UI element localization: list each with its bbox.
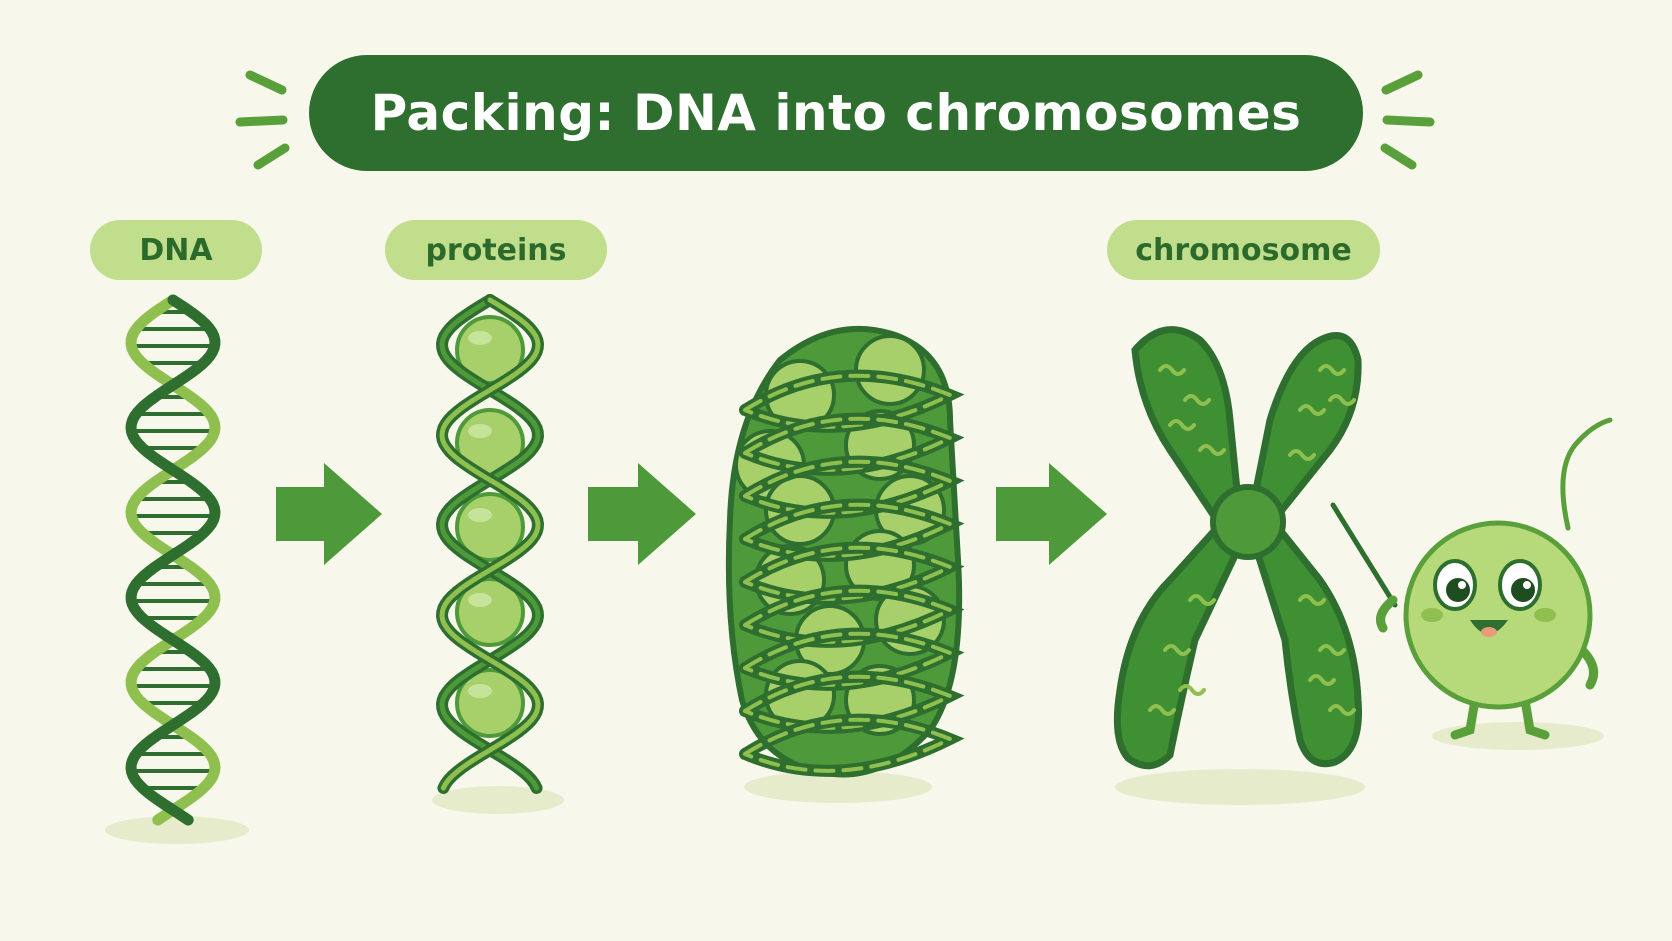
label-chromosome: chromosome: [1107, 220, 1380, 280]
ground-shadows: [105, 722, 1604, 844]
nucleosome-strand-icon: [435, 294, 545, 794]
mascot-cell-character-icon: [1330, 417, 1613, 740]
sparkle-left-icon: [235, 70, 290, 170]
chromosome-x-icon: [1113, 326, 1363, 770]
arrow-right-icon: [588, 463, 696, 565]
page-title: Packing: DNA into chromosomes: [370, 84, 1302, 142]
sparkle-right-icon: [1380, 70, 1435, 170]
condensed-chromatin-icon: [725, 325, 965, 778]
pointer-stick-icon: [1330, 502, 1398, 608]
label-proteins: proteins: [385, 220, 607, 280]
arrow-right-icon: [996, 463, 1107, 565]
dna-double-helix-icon: [125, 294, 221, 826]
title-banner: Packing: DNA into chromosomes: [309, 55, 1363, 171]
label-dna: DNA: [90, 220, 262, 280]
arrow-right-icon: [276, 463, 382, 565]
